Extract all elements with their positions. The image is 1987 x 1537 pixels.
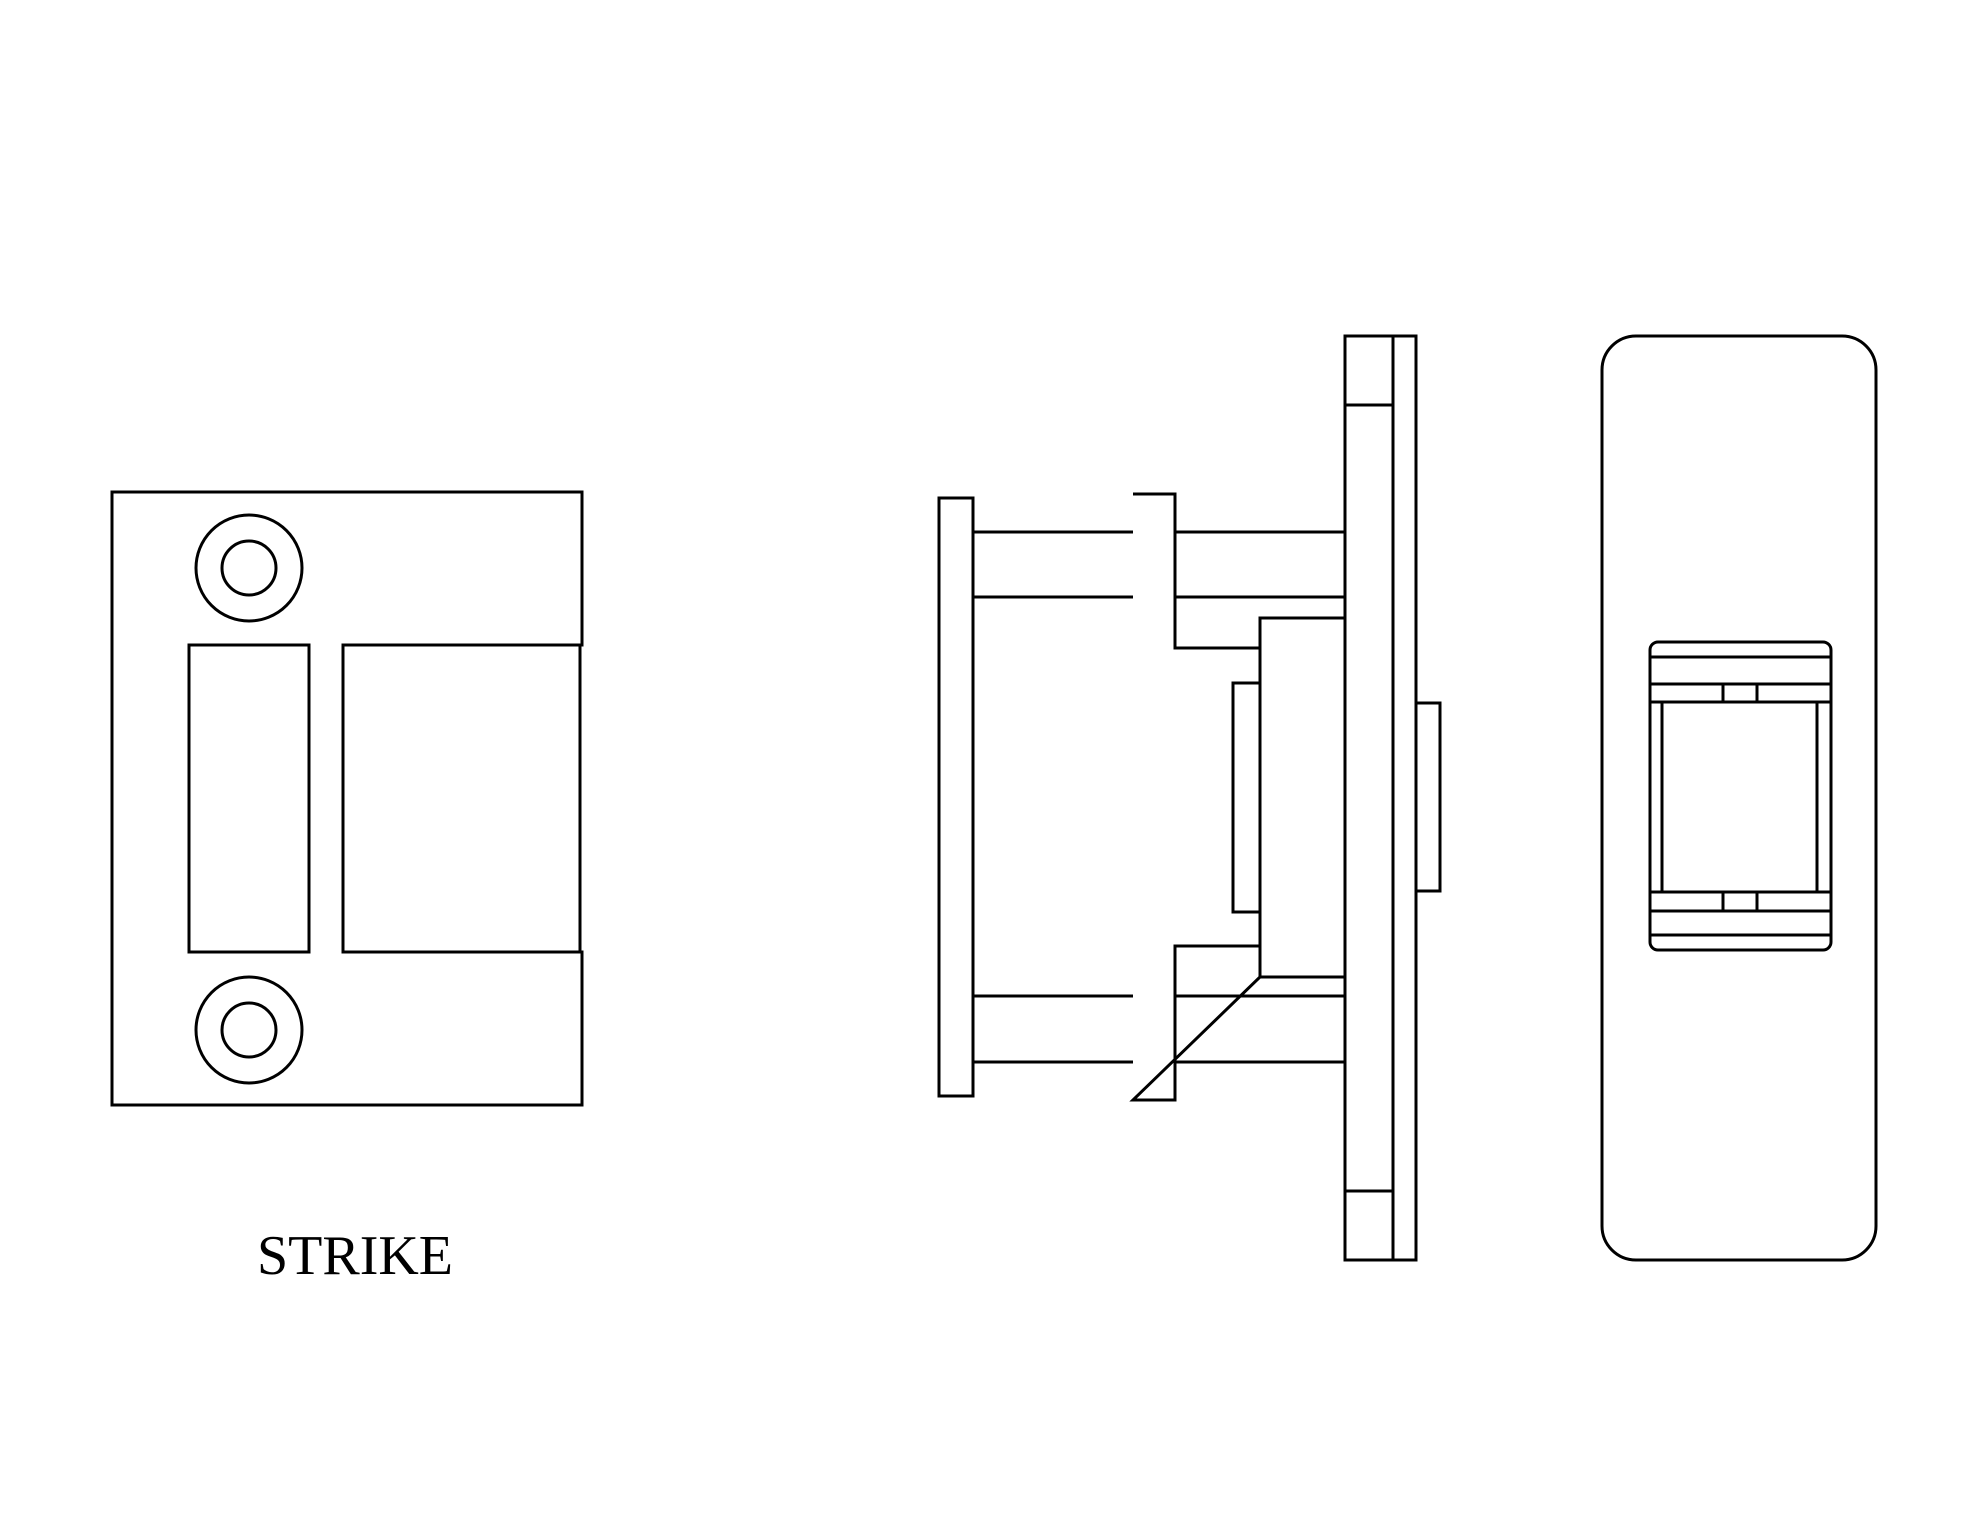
top-screw-outer-ring (194, 513, 304, 623)
strike-left-slot (187, 643, 311, 954)
strike-latch-opening (341, 643, 582, 954)
latch-side-view (937, 334, 1442, 1262)
strike-top-screw-hole (194, 513, 304, 623)
strike-plate-front-view (110, 490, 584, 1107)
faceplate-latch-bolt (1660, 700, 1819, 894)
strike-plate-outline (110, 490, 584, 1107)
strike-caption: STRIKE (257, 1225, 453, 1287)
faceplate-latch-housing (1648, 640, 1833, 952)
bottom-screw-outer-ring (194, 975, 304, 1085)
side-latch-tongue (1231, 681, 1262, 914)
top-screw-inner-ring (220, 539, 278, 597)
faceplate-outline (1600, 334, 1878, 1262)
faceplate-front-view (1600, 334, 1878, 1262)
side-middle-flange (1129, 492, 1262, 1102)
side-faceplate-boss (1414, 701, 1442, 893)
bottom-screw-inner-ring (220, 1001, 278, 1059)
strike-bottom-screw-hole (194, 975, 304, 1085)
side-latch-body (1258, 616, 1347, 979)
side-faceplate-outer (1343, 334, 1418, 1262)
side-left-flange (937, 496, 975, 1098)
